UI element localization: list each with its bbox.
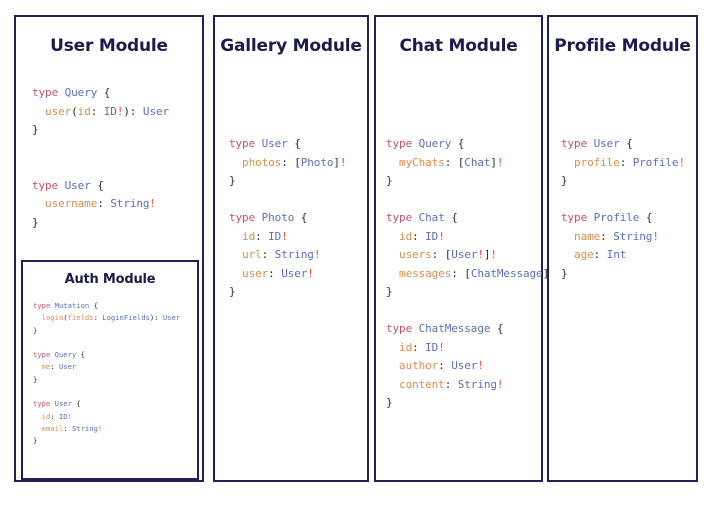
schema-code-user: type Query { user(id: ID!): User } type … [32,86,170,229]
schema-code-gallery: type User { photos: [Photo]! } type Phot… [229,137,347,298]
module-title-profile: Profile Module [554,36,691,56]
schema-code-profile: type User { profile: Profile! } type Pro… [561,137,685,280]
module-title-gallery: Gallery Module [220,36,362,56]
module-title-chat: Chat Module [399,36,518,56]
module-card-chat[interactable]: Chat Module type Query { myChats: [Chat]… [374,15,556,482]
module-card-auth[interactable]: Auth Module type Mutation { login(fields… [21,260,199,480]
module-title-user: User Module [50,36,168,56]
module-card-profile[interactable]: Profile Module type User { profile: Prof… [547,15,698,482]
module-card-user[interactable]: User Module type Query { user(id: ID!): … [14,15,204,482]
schema-code-chat: type Query { myChats: [Chat]! } type Cha… [386,137,556,409]
module-card-gallery[interactable]: Gallery Module type User { photos: [Phot… [213,15,369,482]
module-title-auth: Auth Module [64,272,156,287]
schema-code-auth: type Mutation { login(fields: LoginField… [33,301,181,446]
